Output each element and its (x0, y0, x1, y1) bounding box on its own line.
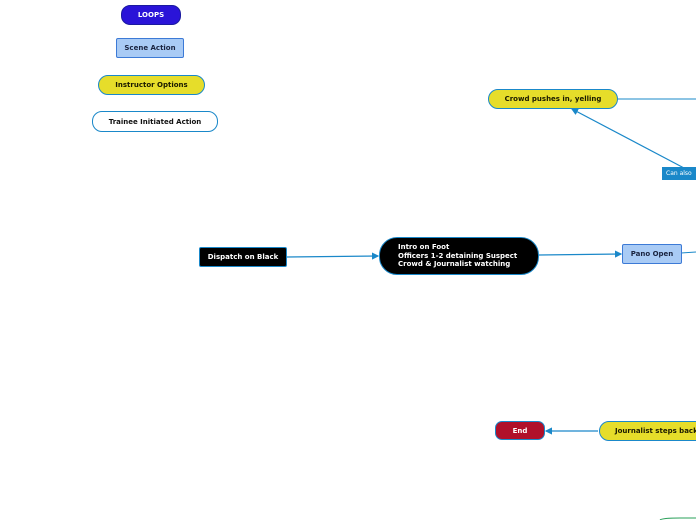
intro-line-2: Officers 1-2 detaining Suspect (398, 251, 518, 260)
node-intro-on-foot[interactable]: Intro on Foot Officers 1-2 detaining Sus… (379, 237, 539, 275)
legend-scene-action-label: Scene Action (124, 44, 176, 52)
legend-loops: LOOPS (121, 5, 181, 25)
legend-loops-label: LOOPS (137, 11, 165, 19)
legend-instructor-options-label: Instructor Options (115, 81, 188, 89)
node-crowd-pushes-label: Crowd pushes in, yelling (504, 95, 602, 103)
legend-scene-action: Scene Action (116, 38, 184, 58)
legend-trainee-action: Trainee Initiated Action (92, 111, 218, 132)
intro-line-1: Intro on Foot (398, 243, 450, 252)
node-can-also-label: Can also (666, 170, 692, 177)
node-journalist-label: Journalist steps back (615, 427, 696, 435)
intro-line-3: Crowd & Journalist watching (398, 260, 511, 269)
node-journalist-steps-back[interactable]: Journalist steps back (599, 421, 696, 441)
edge-pano-offscreen (680, 251, 696, 254)
node-dispatch-label: Dispatch on Black (207, 253, 279, 261)
edge-callout-to-crowd (570, 108, 685, 169)
node-crowd-pushes[interactable]: Crowd pushes in, yelling (488, 89, 618, 109)
edge-intro-to-pano (538, 250, 623, 258)
node-dispatch-on-black[interactable]: Dispatch on Black (199, 247, 287, 267)
legend-instructor-options: Instructor Options (98, 75, 205, 95)
node-pano-open-label: Pano Open (630, 250, 674, 258)
legend-trainee-action-label: Trainee Initiated Action (108, 117, 202, 126)
node-end-label: End (512, 426, 528, 435)
node-end[interactable]: End (495, 421, 545, 440)
node-pano-open[interactable]: Pano Open (622, 244, 682, 264)
edge-dispatch-to-intro (286, 252, 380, 260)
node-can-also-callout[interactable]: Can also (662, 167, 696, 180)
